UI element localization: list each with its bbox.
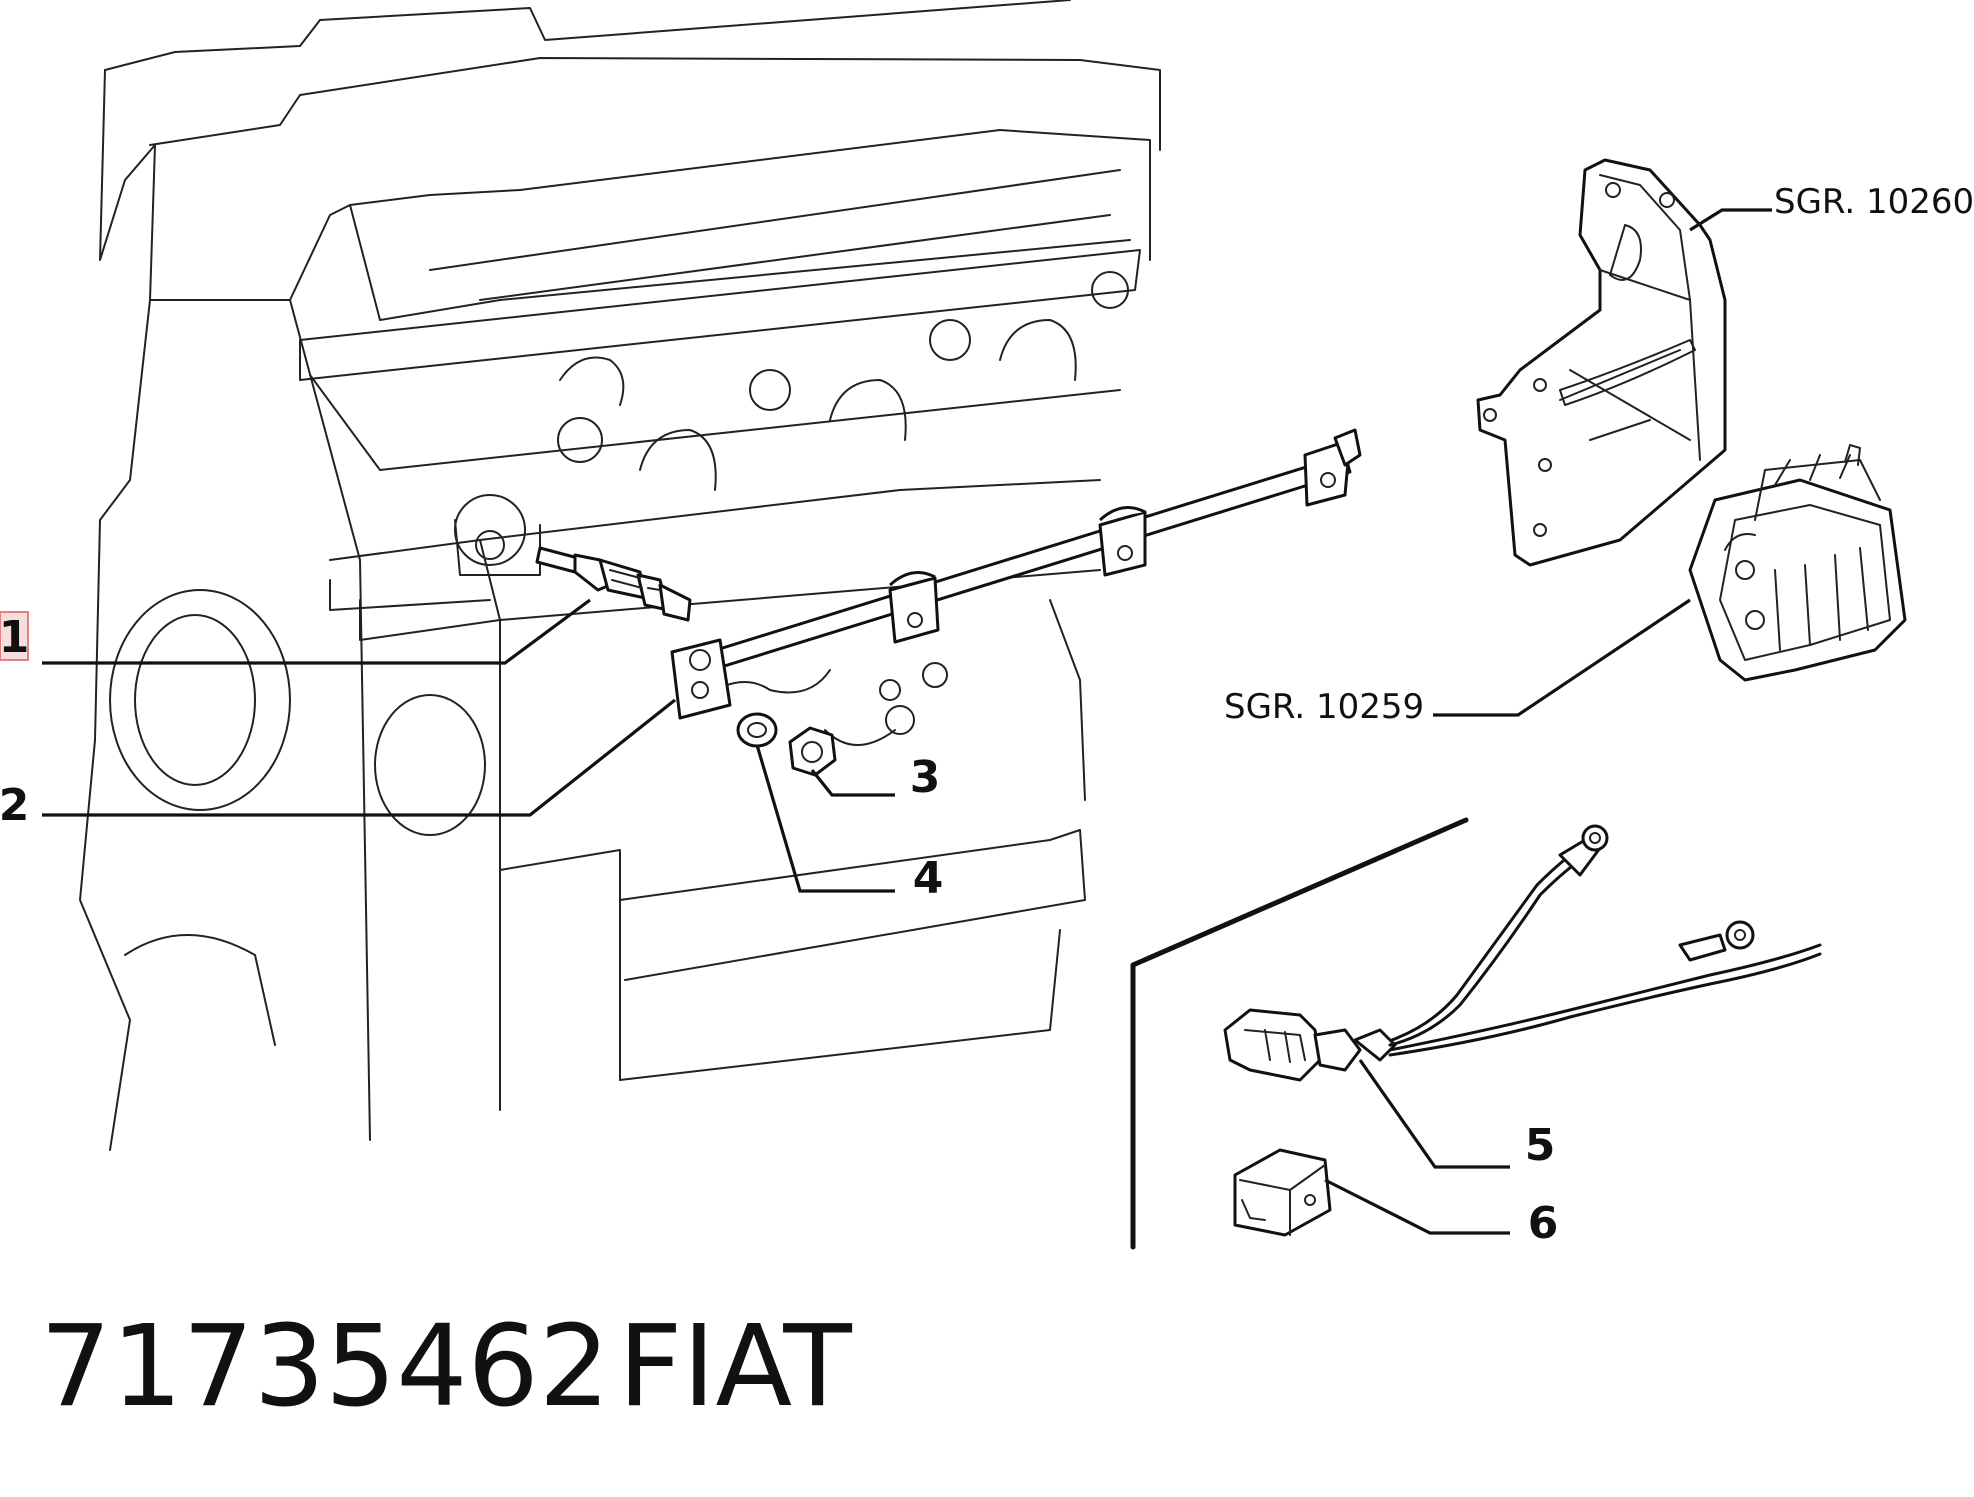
reference-sgr-10259: SGR. 10259 bbox=[1224, 687, 1424, 727]
part-3-nut bbox=[788, 726, 837, 777]
leader-3 bbox=[810, 769, 895, 797]
inset-divider bbox=[1130, 817, 1469, 1250]
callout-6: 6 bbox=[1528, 1198, 1559, 1249]
callout-5: 5 bbox=[1525, 1120, 1556, 1171]
part-1-sensor bbox=[535, 546, 692, 622]
module-sgr-10259 bbox=[1688, 444, 1907, 682]
leader-lines bbox=[42, 208, 1772, 1235]
leader-2 bbox=[42, 698, 676, 817]
brand-name: FIAT bbox=[618, 1302, 852, 1432]
part-4-washer bbox=[736, 712, 778, 748]
callout-3: 3 bbox=[910, 752, 941, 803]
reference-sgr-10260: SGR. 10260 bbox=[1774, 182, 1974, 222]
leader-4 bbox=[755, 744, 895, 893]
callout-4: 4 bbox=[913, 853, 944, 904]
part-number: 71735462 bbox=[40, 1302, 610, 1432]
leader-5 bbox=[1358, 1059, 1510, 1169]
leader-sgr-10259 bbox=[1433, 598, 1691, 717]
leader-1 bbox=[42, 598, 591, 665]
leader-6 bbox=[1324, 1178, 1510, 1235]
part-5-harness bbox=[1223, 824, 1822, 1082]
part-2-rail bbox=[670, 428, 1362, 720]
callout-1-highlight bbox=[0, 611, 29, 661]
callout-2: 2 bbox=[0, 780, 29, 831]
bracket-sgr-10260 bbox=[1476, 158, 1727, 567]
engine-block-outline bbox=[79, 0, 1161, 1151]
callout-1: 1 bbox=[0, 612, 29, 663]
leader-sgr-10260 bbox=[1689, 208, 1772, 232]
part-6-grommet bbox=[1233, 1148, 1332, 1237]
